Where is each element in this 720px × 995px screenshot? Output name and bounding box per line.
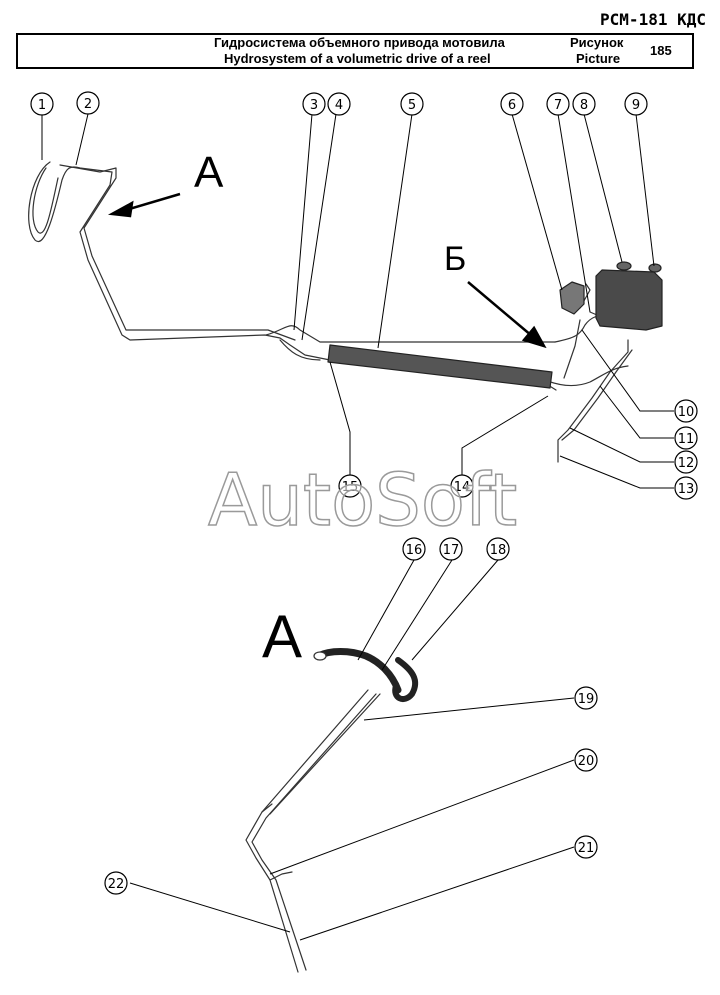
callout-number: 9 bbox=[632, 98, 640, 113]
document-code: РСМ-181 КДС bbox=[600, 10, 706, 29]
callout-circle bbox=[674, 399, 698, 423]
callout-circle bbox=[338, 474, 362, 498]
lower-pipe-assembly bbox=[245, 648, 419, 973]
callout-number: 8 bbox=[580, 98, 588, 113]
callout-3: 3 bbox=[302, 92, 326, 116]
title-block: Гидросистема объемного привода мотовила … bbox=[16, 33, 694, 69]
callout-10: 10 bbox=[674, 399, 698, 423]
callout-circle bbox=[327, 92, 351, 116]
callout-circle bbox=[624, 92, 648, 116]
callout-number: 17 bbox=[443, 543, 460, 558]
callout-9: 9 bbox=[624, 92, 648, 116]
callout-13: 13 bbox=[674, 476, 698, 500]
callout-circle bbox=[574, 748, 598, 772]
figure-label-english: Picture bbox=[576, 51, 621, 66]
callout-5: 5 bbox=[400, 92, 424, 116]
callout-circle bbox=[674, 426, 698, 450]
callout-number: 3 bbox=[310, 98, 318, 113]
callout-7: 7 bbox=[546, 92, 570, 116]
callout-number: 16 bbox=[406, 543, 423, 558]
callout-6: 6 bbox=[500, 92, 524, 116]
callout-21: 21 bbox=[574, 835, 598, 859]
callout-1: 1 bbox=[30, 92, 54, 116]
callout-19: 19 bbox=[574, 686, 598, 710]
callout-number: 12 bbox=[678, 456, 695, 471]
callout-number: 10 bbox=[678, 405, 695, 420]
callout-number: 20 bbox=[578, 754, 595, 769]
callout-12: 12 bbox=[674, 450, 698, 474]
callout-17: 17 bbox=[439, 537, 463, 561]
callout-number: 7 bbox=[554, 98, 562, 113]
callout-4: 4 bbox=[327, 92, 351, 116]
callout-8: 8 bbox=[572, 92, 596, 116]
callout-circle bbox=[402, 537, 426, 561]
callout-circle bbox=[500, 92, 524, 116]
callout-number: 15 bbox=[342, 480, 359, 495]
callout-number: 4 bbox=[335, 98, 343, 113]
callout-11: 11 bbox=[674, 426, 698, 450]
callout-circle bbox=[76, 91, 100, 115]
callout-number: 18 bbox=[490, 543, 507, 558]
callout-circle bbox=[574, 835, 598, 859]
callout-circle bbox=[450, 474, 474, 498]
callout-number: 19 bbox=[578, 692, 595, 707]
callout-15: 15 bbox=[338, 474, 362, 498]
callout-14: 14 bbox=[450, 474, 474, 498]
callout-16: 16 bbox=[402, 537, 426, 561]
callout-number: 13 bbox=[678, 482, 695, 497]
callout-20: 20 bbox=[574, 748, 598, 772]
figure-label-russian: Рисунок bbox=[570, 35, 624, 50]
long-valve-bar bbox=[327, 344, 553, 389]
title-english: Hydrosystem of a volumetric drive of a r… bbox=[224, 51, 491, 66]
view-b-label: Б bbox=[444, 240, 467, 278]
callout-number: 6 bbox=[508, 98, 516, 113]
callout-number: 1 bbox=[38, 98, 46, 113]
upper-pipe-assembly bbox=[28, 161, 633, 463]
callout-circle bbox=[302, 92, 326, 116]
title-russian: Гидросистема объемного привода мотовила bbox=[214, 35, 505, 50]
callout-circle bbox=[546, 92, 570, 116]
view-a-label-bottom: А bbox=[262, 603, 303, 670]
watermark-text: AutoSoft bbox=[207, 457, 518, 543]
callout-18: 18 bbox=[486, 537, 510, 561]
callout-circle bbox=[574, 686, 598, 710]
callout-circle bbox=[400, 92, 424, 116]
callout-number: 11 bbox=[678, 432, 695, 447]
callout-22: 22 bbox=[104, 871, 128, 895]
callout-circle bbox=[486, 537, 510, 561]
callout-number: 21 bbox=[578, 841, 595, 856]
callout-2: 2 bbox=[76, 91, 100, 115]
callout-number: 14 bbox=[454, 480, 471, 495]
callout-circle bbox=[572, 92, 596, 116]
callout-circle bbox=[674, 450, 698, 474]
view-a-label-top: А bbox=[194, 148, 224, 197]
callout-circle bbox=[30, 92, 54, 116]
callout-number: 5 bbox=[408, 98, 416, 113]
callout-number: 2 bbox=[84, 97, 92, 112]
callout-circle bbox=[674, 476, 698, 500]
callout-circle bbox=[104, 871, 128, 895]
valve-block bbox=[559, 281, 585, 315]
oil-tank bbox=[595, 261, 663, 331]
callout-circle bbox=[439, 537, 463, 561]
figure-number: 185 bbox=[650, 43, 672, 58]
callout-number: 22 bbox=[108, 877, 125, 892]
